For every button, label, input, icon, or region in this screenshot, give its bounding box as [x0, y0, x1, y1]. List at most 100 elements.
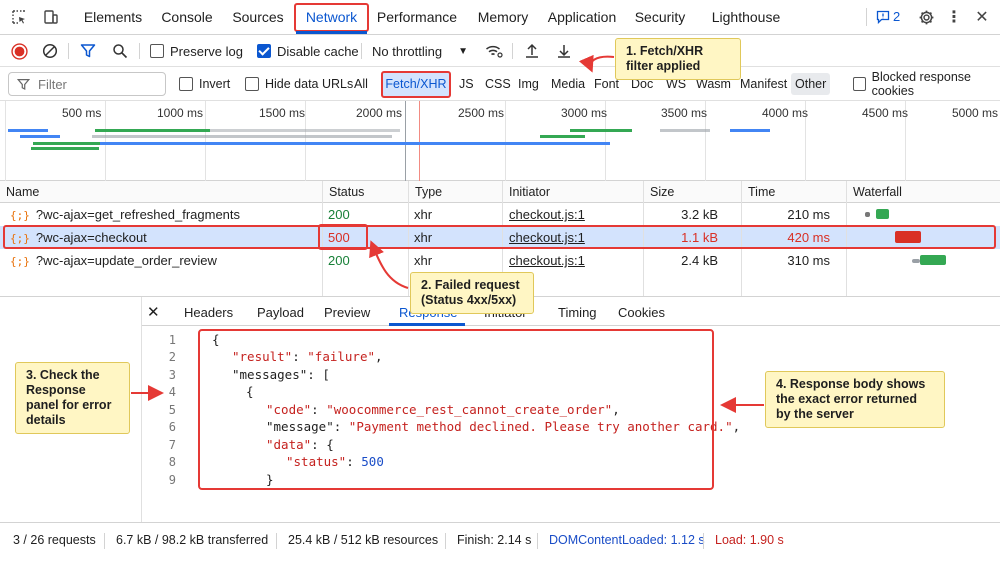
response-tab-indicator	[389, 323, 465, 326]
tick-label: 2000 ms	[356, 106, 403, 120]
type-filter-css[interactable]: CSS	[485, 77, 511, 91]
funnel-icon	[80, 44, 96, 58]
initiator-link[interactable]: checkout.js:1	[509, 230, 585, 245]
column-type[interactable]: Type	[415, 185, 443, 199]
type-filter-wasm[interactable]: Wasm	[696, 77, 731, 91]
type-filter-js[interactable]: JS	[459, 77, 474, 91]
table-row-selected[interactable]: {;}?wc-ajax=checkout 500 xhr checkout.js…	[0, 226, 1000, 249]
invert-label: Invert	[199, 77, 231, 91]
type-filter-manifest[interactable]: Manifest	[740, 77, 788, 91]
code-line: "status": 500	[286, 454, 384, 469]
disable-cache-checkbox[interactable]: Disable cache	[257, 35, 359, 67]
type-filter-media[interactable]: Media	[551, 77, 586, 91]
clear-button[interactable]	[42, 35, 58, 67]
line-number: 1	[168, 333, 176, 347]
callout-failed-request: 2. Failed request (Status 4xx/5xx)	[410, 272, 534, 314]
type-filter-other[interactable]: Other	[791, 73, 831, 95]
network-conditions-button[interactable]	[485, 35, 503, 67]
filter-placeholder: Filter	[38, 76, 67, 92]
type-filter-img[interactable]: Img	[518, 77, 539, 91]
hide-data-urls-checkbox[interactable]: Hide data URLs	[245, 67, 353, 101]
request-name-cell: {;}?wc-ajax=get_refreshed_fragments	[4, 203, 322, 226]
code-line: {	[246, 384, 254, 399]
tab-cookies[interactable]: Cookies	[618, 305, 665, 320]
preserve-log-checkbox[interactable]: Preserve log	[150, 35, 243, 67]
details-tabbar: ✕ Headers Payload Preview Response Initi…	[142, 297, 1000, 326]
code-line: "data": {	[266, 437, 334, 452]
json-key: "data"	[266, 437, 312, 452]
column-time[interactable]: Time	[748, 185, 776, 199]
tab-timing[interactable]: Timing	[558, 305, 597, 320]
column-divider	[502, 181, 503, 296]
grid-line	[5, 101, 6, 181]
tab-application[interactable]: Application	[547, 9, 617, 25]
type-filter-ws[interactable]: WS	[666, 77, 687, 91]
tab-console[interactable]: Console	[161, 9, 213, 25]
overview-bar	[92, 135, 392, 138]
invert-checkbox[interactable]: Invert	[179, 67, 230, 101]
domcontentloaded-time: DOMContentLoaded: 1.12 s	[549, 533, 705, 547]
overview-bar	[210, 129, 400, 132]
column-divider	[846, 181, 847, 296]
device-toolbar-icon[interactable]	[42, 8, 60, 26]
tab-headers[interactable]: Headers	[184, 305, 234, 320]
checkbox-box	[245, 77, 259, 91]
issues-badge[interactable]: 2	[876, 9, 900, 24]
type-filter-all[interactable]: All	[354, 77, 368, 91]
divider	[104, 533, 105, 549]
throttling-select[interactable]: No throttling ▼	[372, 35, 468, 67]
initiator-link[interactable]: checkout.js:1	[509, 207, 585, 222]
network-statusbar: 3 / 26 requests 6.7 kB / 98.2 kB transfe…	[0, 522, 1000, 558]
close-icon[interactable]: ✕	[147, 304, 160, 321]
table-row[interactable]: {;}?wc-ajax=update_order_review 200 xhr …	[0, 249, 1000, 272]
xhr-icon: {;}	[10, 209, 30, 222]
status-cell: 200	[328, 207, 350, 222]
json-number: 500	[361, 454, 384, 469]
close-icon[interactable]: ✕	[975, 9, 989, 26]
tab-sources[interactable]: Sources	[232, 9, 284, 25]
code-line: }	[266, 472, 274, 487]
import-har-button[interactable]	[524, 35, 540, 67]
tab-network[interactable]: Network	[305, 9, 358, 25]
table-row[interactable]: {;}?wc-ajax=get_refreshed_fragments 200 …	[0, 203, 1000, 226]
code-line: "message": "Payment method declined. Ple…	[266, 419, 741, 434]
filter-input[interactable]: Filter	[8, 72, 166, 96]
type-filter-doc[interactable]: Doc	[631, 77, 654, 91]
record-button[interactable]	[11, 35, 28, 67]
export-har-button[interactable]	[556, 35, 572, 67]
type-filter-fetch-xhr[interactable]: Fetch/XHR	[381, 71, 451, 98]
line-number: 8	[168, 455, 176, 469]
gear-icon[interactable]	[917, 8, 935, 26]
divider	[445, 533, 446, 549]
column-size[interactable]: Size	[650, 185, 675, 199]
more-options-icon[interactable]: ⋮	[946, 9, 962, 26]
waterfall-bar-error	[895, 231, 921, 243]
tab-elements[interactable]: Elements	[83, 9, 143, 25]
grid-line	[505, 101, 506, 181]
search-button[interactable]	[112, 35, 128, 67]
column-initiator[interactable]: Initiator	[509, 185, 550, 199]
tab-lighthouse[interactable]: Lighthouse	[711, 9, 781, 25]
initiator-link[interactable]: checkout.js:1	[509, 253, 585, 268]
column-name[interactable]: Name	[6, 185, 40, 199]
grid-line	[105, 101, 106, 181]
column-divider	[741, 181, 742, 296]
line-number: 5	[168, 403, 176, 417]
size-cell: 2.4 kB	[681, 253, 718, 268]
blocked-cookies-checkbox[interactable]: Blocked response cookies	[853, 67, 1000, 101]
clear-icon	[42, 43, 58, 59]
json-key: "messages"	[232, 367, 308, 382]
waterfall-wait	[912, 259, 920, 263]
timeline-overview[interactable]: 500 ms 1000 ms 1500 ms 2000 ms 2500 ms 3…	[0, 101, 1000, 181]
inspect-element-icon[interactable]	[10, 8, 28, 26]
column-waterfall[interactable]: Waterfall	[853, 185, 902, 199]
tab-performance[interactable]: Performance	[376, 9, 458, 25]
tab-memory[interactable]: Memory	[477, 9, 529, 25]
type-filter-font[interactable]: Font	[594, 77, 620, 91]
tab-preview[interactable]: Preview	[324, 305, 371, 320]
column-status[interactable]: Status	[329, 185, 365, 199]
tick-label: 3500 ms	[661, 106, 708, 120]
filter-toggle-button[interactable]	[80, 35, 96, 67]
tab-payload[interactable]: Payload	[257, 305, 304, 320]
tab-security[interactable]: Security	[634, 9, 686, 25]
